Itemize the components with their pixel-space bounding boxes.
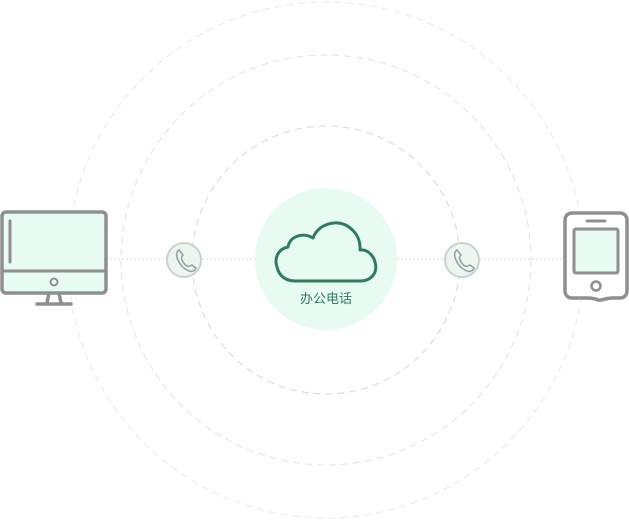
phone-badge-left xyxy=(166,242,202,278)
phone-badge-right xyxy=(444,242,480,278)
ring-middle xyxy=(120,54,532,466)
mobile-phone-icon xyxy=(563,211,629,302)
desktop-monitor-icon xyxy=(0,210,108,306)
center-circle xyxy=(255,188,397,330)
phone-handset-icon xyxy=(175,249,197,273)
phone-handset-icon xyxy=(453,249,475,273)
center-node xyxy=(255,188,397,330)
center-label: 办公电话 xyxy=(299,292,352,307)
cloud-icon xyxy=(274,221,378,283)
